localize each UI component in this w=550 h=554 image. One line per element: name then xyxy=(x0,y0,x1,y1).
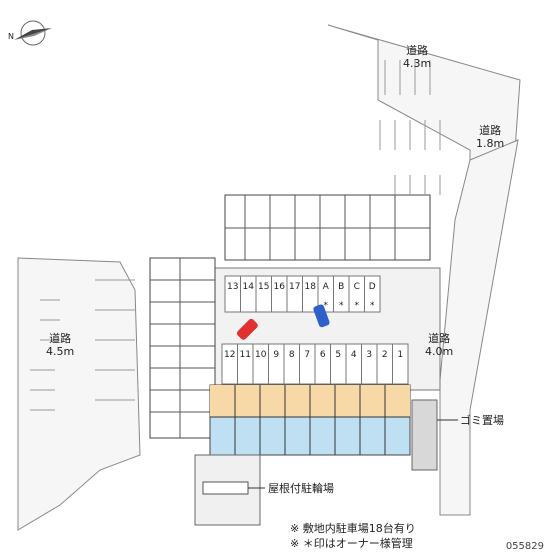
parking-slot-label: 5 xyxy=(335,350,341,360)
parking-slot-label: 8 xyxy=(289,350,295,360)
parking-slot-label: 18 xyxy=(305,282,317,292)
note-owner-managed: ※ ＊印はオーナー様管理 xyxy=(290,537,413,550)
parking-slot-label: A xyxy=(323,282,330,292)
parking-slot-label: 6 xyxy=(320,350,326,360)
left-parking-lines xyxy=(30,279,135,411)
parking-slot-label: 11 xyxy=(240,350,251,360)
right-road xyxy=(439,139,519,516)
parking-slot-label: 14 xyxy=(243,282,255,292)
owner-managed-mark: * xyxy=(355,301,360,311)
parking-slot-label: C xyxy=(354,282,360,292)
parking-slot-label: 10 xyxy=(255,350,267,360)
parking-slot xyxy=(364,275,381,313)
parking-slot-label: 17 xyxy=(289,282,300,292)
garbage-label: ゴミ置場 xyxy=(460,414,504,427)
garbage-area xyxy=(411,399,438,471)
left-building xyxy=(149,257,216,439)
note-parking-count: ※ 敷地内駐車場18台有り xyxy=(290,522,416,535)
bicycle-label: 屋根付駐輪場 xyxy=(268,482,334,495)
parking-slot-label: 4 xyxy=(351,350,357,360)
top-parking-lines xyxy=(379,60,441,195)
owner-managed-mark: * xyxy=(324,301,329,311)
map-code: 055829 xyxy=(505,541,544,552)
parking-slot-label: D xyxy=(369,282,376,292)
parking-slot-label: 16 xyxy=(274,282,286,292)
target-building-grid xyxy=(210,385,410,455)
parking-slot xyxy=(392,343,409,385)
parking-slot-label: 12 xyxy=(224,350,235,360)
red-car xyxy=(236,318,258,340)
parking-slot-label: 7 xyxy=(304,350,310,360)
compass-icon xyxy=(14,20,52,46)
parking-slot-label: 13 xyxy=(227,282,238,292)
parking-slot-label: 9 xyxy=(273,350,279,360)
left-building-grid xyxy=(150,258,215,438)
upper-building-grid xyxy=(225,195,430,260)
owner-managed-mark: * xyxy=(339,301,344,311)
parking-slot-label: 1 xyxy=(397,350,403,360)
owner-managed-mark: * xyxy=(370,301,375,311)
blue-car xyxy=(313,304,330,328)
parking-slot-label: 2 xyxy=(382,350,388,360)
parking-slot-label: B xyxy=(338,282,344,292)
parking-slot-label: 3 xyxy=(366,350,372,360)
compass-label: N xyxy=(8,32,14,41)
bicycle-roof xyxy=(202,481,249,495)
left-road xyxy=(17,257,141,531)
parking-slot-label: 15 xyxy=(258,282,269,292)
